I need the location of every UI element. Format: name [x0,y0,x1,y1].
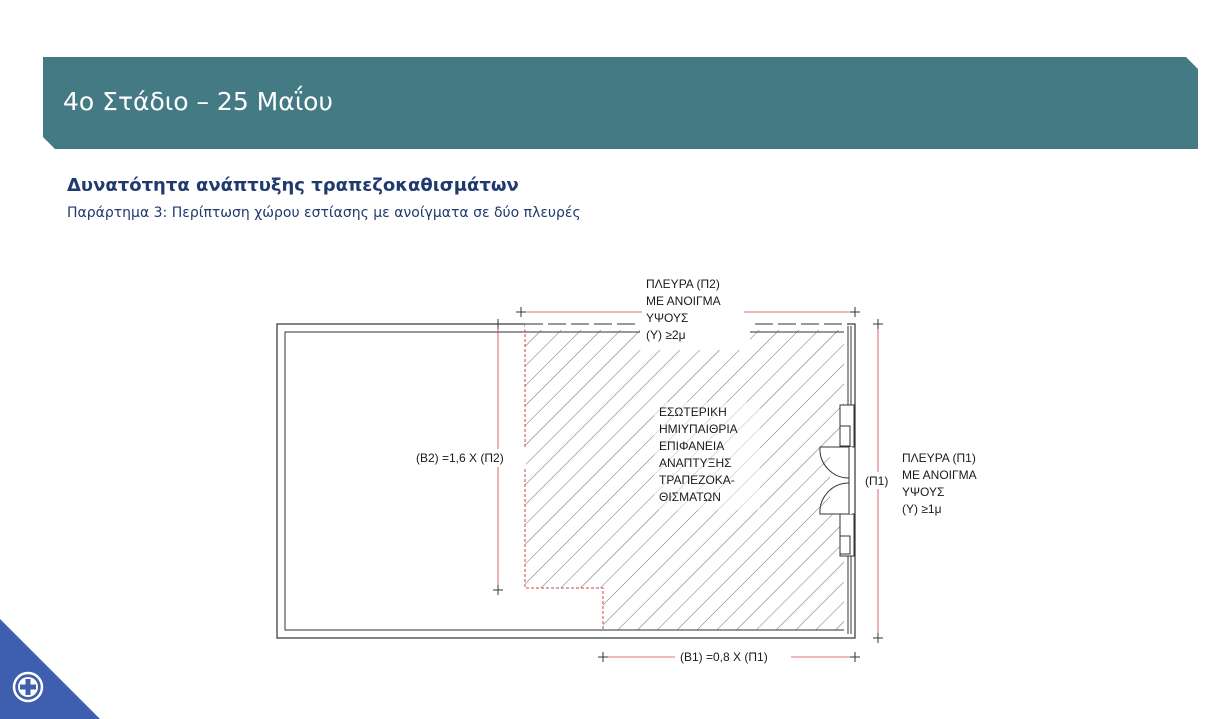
svg-text:(Υ) ≥1μ: (Υ) ≥1μ [902,502,942,516]
svg-text:ΘΙΣΜΑΤΩΝ: ΘΙΣΜΑΤΩΝ [659,490,721,504]
svg-text:ΕΣΩΤΕΡΙΚΗ: ΕΣΩΤΕΡΙΚΗ [659,405,727,419]
dim-label-p1: (Π1) [865,474,888,488]
svg-text:ΥΨΟΥΣ: ΥΨΟΥΣ [646,311,688,325]
section-heading: Δυνατότητα ανάπτυξης τραπεζοκαθισμάτων [67,175,519,196]
label-interior-area: ΕΣΩΤΕΡΙΚΗ ΗΜΙΥΠΑΙΘΡΙΑ ΕΠΙΦΑΝΕΙΑ ΑΝΑΠΤΥΞΗ… [659,405,738,504]
svg-text:ΥΨΟΥΣ: ΥΨΟΥΣ [902,485,944,499]
svg-text:ΠΛΕΥΡΑ (Π1): ΠΛΕΥΡΑ (Π1) [902,451,976,465]
banner-shape [43,57,1198,149]
label-side-p1: ΠΛΕΥΡΑ (Π1) ΜΕ ΑΝΟΙΓΜΑ ΥΨΟΥΣ (Υ) ≥1μ [902,451,977,516]
greek-government-emblem-icon [0,619,100,719]
svg-text:ΠΛΕΥΡΑ (Π2): ΠΛΕΥΡΑ (Π2) [646,277,720,291]
dim-label-b1: (Β1) =0,8 Χ (Π1) [680,650,768,664]
svg-text:ΤΡΑΠΕΖΟΚΑ-: ΤΡΑΠΕΖΟΚΑ- [659,473,735,487]
door-swing-upper [819,446,850,479]
svg-text:ΜΕ ΑΝΟΙΓΜΑ: ΜΕ ΑΝΟΙΓΜΑ [902,468,977,482]
section-subtitle: Παράρτημα 3: Περίπτωση χώρου εστίασης με… [67,205,581,221]
label-side-p2: ΠΛΕΥΡΑ (Π2) ΜΕ ΑΝΟΙΓΜΑ ΥΨΟΥΣ (Υ) ≥2μ [646,277,721,342]
svg-text:ΑΝΑΠΤΥΞΗΣ: ΑΝΑΠΤΥΞΗΣ [659,456,732,470]
svg-text:ΕΠΙΦΑΝΕΙΑ: ΕΠΙΦΑΝΕΙΑ [659,439,724,453]
dim-label-b2: (Β2) =1,6 Χ (Π2) [416,451,504,465]
svg-text:ΜΕ ΑΝΟΙΓΜΑ: ΜΕ ΑΝΟΙΓΜΑ [646,294,721,308]
svg-text:(Υ) ≥2μ: (Υ) ≥2μ [646,328,686,342]
svg-text:ΗΜΙΥΠΑΙΘΡΙΑ: ΗΜΙΥΠΑΙΘΡΙΑ [659,422,738,436]
door-swing-lower [819,482,850,515]
page-title: 4ο Στάδιο – 25 Μαΐου [63,87,333,116]
title-banner: 4ο Στάδιο – 25 Μαΐου [43,57,1198,149]
